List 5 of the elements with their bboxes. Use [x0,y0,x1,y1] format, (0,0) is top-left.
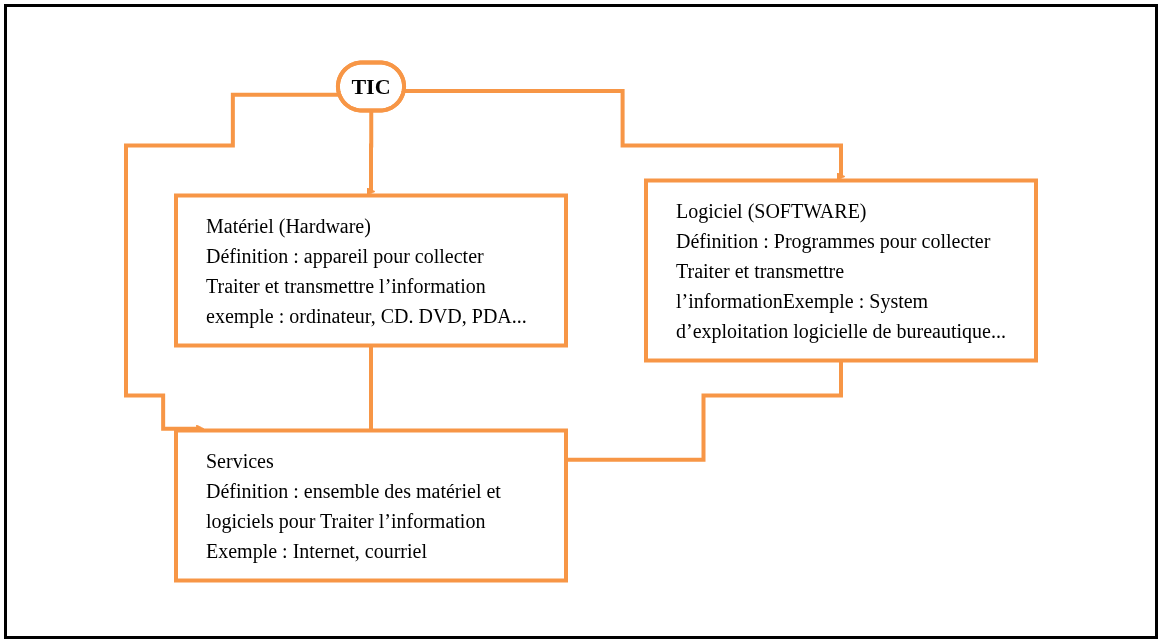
node-box [174,428,568,583]
node-box [174,193,568,348]
diagram-frame: TIC Matériel (Hardware) Définition : appareil pour collecter Traiter et transmettre l’information exemple : ordinateur, CD. DVD, PDA... Logiciel (SOFTWARE) Définition : Programmes pour collecter Traiter et transmettre l’informationExemple : System d’exploitation logicielle de bureautique... Services Définition : ensemble des matériel et logiciels pour Traiter l’information Exemple : Internet, courriel [4,4,1158,639]
node-box [644,178,1038,363]
arrow [404,89,846,181]
